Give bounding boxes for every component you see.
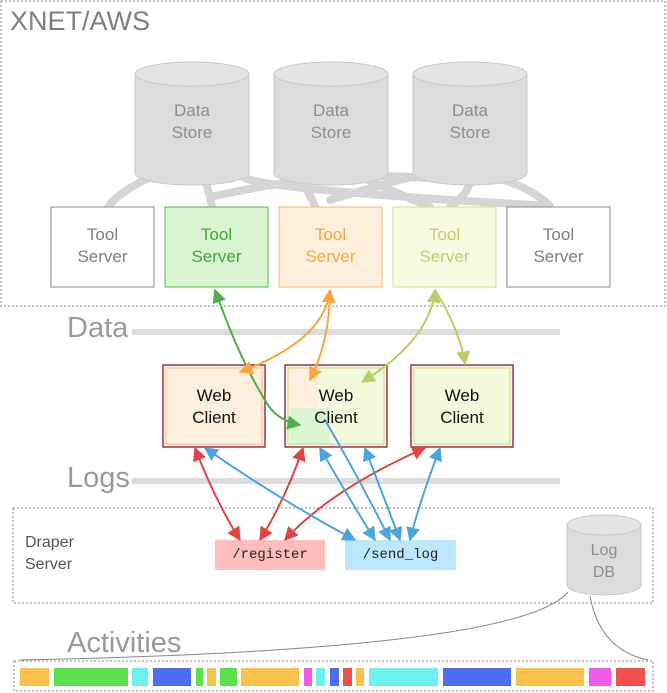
tool-server-3-line1: Tool [314, 225, 347, 244]
activity-segment [589, 668, 611, 686]
web-client-1-label: Web Client [163, 385, 265, 429]
data-store-3-line1: Data [452, 101, 488, 120]
activity-segment [196, 668, 203, 686]
data-lane-title: Data [67, 312, 129, 344]
tool-server-2-line1: Tool [200, 225, 233, 244]
tool-server-1-line2: Server [77, 247, 128, 266]
activity-segment [54, 668, 128, 686]
tool-server-5 [506, 206, 611, 288]
data-store-1-label: Data Store [135, 100, 249, 144]
log-db-label: Log DB [567, 540, 641, 584]
tool-server-3-line2: Server [305, 247, 356, 266]
xnet-title: XNET/AWS [10, 6, 151, 36]
activity-segment [443, 668, 511, 686]
logdb-activities-link-right [589, 595, 649, 661]
tool-server-5-line2: Server [533, 247, 584, 266]
activity-segment [616, 668, 645, 686]
tool-server-2 [164, 206, 269, 288]
activity-segments [20, 668, 645, 686]
activity-segment [220, 668, 237, 686]
data-store-3-line2: Store [449, 123, 491, 142]
web-client-2-line1: Web [318, 386, 354, 405]
web-client-1-line1: Web [196, 386, 232, 405]
web-client-3-line1: Web [444, 386, 480, 405]
activity-segment [241, 668, 299, 686]
data-store-3 [412, 61, 528, 186]
tool-server-5-line1: Tool [542, 225, 575, 244]
web-client-3-line2: Client [440, 408, 484, 427]
register-endpoint-label: /register [232, 547, 308, 563]
tool-server-2-label: Tool Server [165, 224, 268, 268]
log-db-line2: DB [592, 564, 616, 581]
data-store-1 [134, 61, 250, 186]
draper-line1: Draper [25, 534, 74, 551]
activity-segment [132, 668, 148, 686]
data-store-2-line1: Data [313, 101, 349, 120]
web-client-2-label: Web Client [285, 385, 387, 429]
data-arrows [212, 288, 471, 430]
register-endpoint [215, 540, 325, 570]
send-log-endpoint [345, 540, 456, 570]
data-store-2-label: Data Store [274, 100, 388, 144]
tool-server-1-label: Tool Server [51, 224, 154, 268]
tool-server-3-label: Tool Server [279, 224, 382, 268]
tool-server-4-line2: Server [419, 247, 470, 266]
activity-segment [356, 668, 364, 686]
send-log-endpoint-label: /send_log [362, 547, 439, 563]
activities-title: Activities [67, 627, 182, 659]
log-db [566, 514, 642, 596]
web-client-2-line2: Client [314, 408, 358, 427]
activity-segment [369, 668, 438, 686]
tool-server-5-label: Tool Server [507, 224, 610, 268]
data-store-1-line1: Data [174, 101, 210, 120]
logdb-activities-link-left [19, 591, 569, 661]
tool-server-1 [50, 206, 155, 288]
web-client-1-line2: Client [192, 408, 236, 427]
data-store-1-line2: Store [171, 123, 213, 142]
tool-server-2-line2: Server [191, 247, 242, 266]
web-client-3-label: Web Client [411, 385, 513, 429]
activity-segment [343, 668, 352, 686]
tool-server-4 [392, 206, 497, 288]
tool-server-4-label: Tool Server [393, 224, 496, 268]
draper-server-label: Draper Server [25, 532, 115, 576]
activity-segment [516, 668, 584, 686]
activity-segment [153, 668, 191, 686]
logs-lane-title: Logs [67, 462, 130, 494]
log-db-line1: Log [590, 542, 618, 559]
draper-line2: Server [25, 556, 73, 573]
activity-segment [20, 668, 49, 686]
activity-segment [304, 668, 312, 686]
tool-server-4-line1: Tool [428, 225, 461, 244]
data-store-2-line2: Store [310, 123, 352, 142]
data-store-3-label: Data Store [413, 100, 527, 144]
activity-segment [330, 668, 339, 686]
tool-server-1-line1: Tool [86, 225, 119, 244]
data-store-2 [273, 61, 389, 186]
tool-server-3 [278, 206, 383, 288]
log-arrows [192, 419, 443, 542]
activity-segment [207, 668, 216, 686]
activity-segment [316, 668, 325, 686]
